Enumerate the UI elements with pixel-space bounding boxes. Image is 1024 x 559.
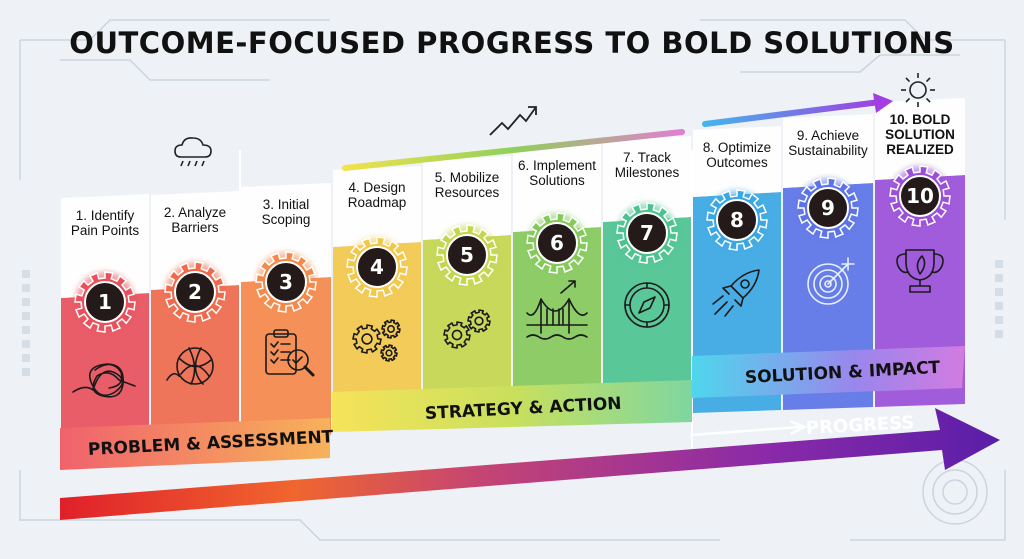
step-label-line: Resources bbox=[434, 185, 500, 200]
step-label-line: SOLUTION bbox=[885, 127, 955, 142]
page-title: OUTCOME-FOCUSED PROGRESS TO BOLD SOLUTIO… bbox=[69, 26, 955, 60]
compass-icon bbox=[624, 282, 670, 328]
step-label-panel bbox=[603, 136, 691, 222]
step-number: 3 bbox=[279, 270, 293, 294]
step-label-panel bbox=[241, 183, 331, 282]
strategy-top-line bbox=[342, 129, 685, 171]
step-column bbox=[61, 293, 149, 446]
step-number: 10 bbox=[906, 184, 934, 208]
step-label-line: 3. Initial bbox=[262, 197, 310, 212]
step-label-line: 9. Achieve bbox=[796, 128, 860, 143]
step-label-line: Roadmap bbox=[347, 195, 407, 210]
step-label-line: 8. Optimize bbox=[702, 140, 772, 155]
decor-icons bbox=[174, 73, 935, 167]
step-label-line: Pain Points bbox=[70, 223, 140, 238]
step-label-line: Milestones bbox=[614, 165, 680, 180]
tangled-scribble-icon bbox=[72, 363, 136, 398]
step-gear bbox=[74, 271, 136, 333]
step-label-line: Scoping bbox=[261, 212, 311, 227]
tangled-ball-icon bbox=[166, 347, 214, 385]
step-number: 7 bbox=[640, 221, 654, 245]
rain-cloud-icon bbox=[174, 137, 212, 167]
progress-arrows bbox=[60, 93, 1000, 520]
target-icon bbox=[807, 257, 855, 305]
step-column bbox=[241, 277, 331, 438]
step-number: 9 bbox=[821, 196, 835, 220]
phase-strategy-band bbox=[332, 380, 692, 432]
step-number: 2 bbox=[188, 280, 202, 304]
step-label-line: 1. Identify bbox=[75, 208, 135, 223]
step-column bbox=[513, 227, 601, 420]
step-label-line: 4. Design bbox=[348, 180, 406, 195]
step-label-line: 7. Track bbox=[622, 150, 671, 165]
gears-icon bbox=[443, 309, 491, 349]
step-label-panel bbox=[61, 194, 149, 298]
step-gear bbox=[616, 202, 678, 264]
step-number: 6 bbox=[550, 231, 564, 255]
step-number: 8 bbox=[730, 208, 744, 232]
step-gears bbox=[74, 165, 951, 333]
step-gear bbox=[797, 177, 859, 239]
bridge-icon bbox=[526, 280, 588, 340]
progress-arrow bbox=[60, 408, 1000, 520]
clipboard-magnifier-icon bbox=[265, 329, 315, 377]
step-label-line: Outcomes bbox=[706, 155, 768, 170]
step-label-panel bbox=[513, 144, 601, 232]
step-label-panel bbox=[783, 114, 873, 188]
sun-icon bbox=[901, 73, 935, 107]
step-label-panel bbox=[875, 98, 965, 180]
step-gear bbox=[436, 224, 498, 286]
gears-icon bbox=[352, 319, 401, 362]
phase-problem-band bbox=[60, 418, 330, 470]
step-gear bbox=[889, 165, 951, 227]
step-gear bbox=[526, 212, 588, 274]
solution-top-line bbox=[702, 99, 883, 127]
trend-arrow-icon bbox=[489, 106, 537, 136]
step-label-panel bbox=[693, 126, 781, 197]
phase-solution-band bbox=[692, 346, 965, 398]
step-label-panel bbox=[423, 156, 511, 240]
step-label-line: 10. BOLD bbox=[889, 112, 951, 127]
step-label-line: 5. Mobilize bbox=[434, 170, 500, 185]
step-label-panel bbox=[333, 166, 421, 247]
step-label-line: 2. Analyze bbox=[163, 205, 227, 220]
step-number: 4 bbox=[370, 255, 384, 279]
step-icons bbox=[72, 249, 944, 398]
step-label-line: Barriers bbox=[171, 220, 219, 235]
step-gear bbox=[346, 236, 408, 298]
step-label-line: 6. Implement bbox=[517, 158, 597, 173]
step-gear bbox=[706, 189, 768, 251]
step-label-line: REALIZED bbox=[886, 142, 954, 157]
trophy-icon bbox=[896, 249, 944, 293]
step-number: 5 bbox=[460, 243, 474, 267]
step-gear bbox=[164, 261, 226, 323]
step-number: 1 bbox=[98, 290, 112, 314]
phase-bands bbox=[60, 346, 965, 470]
step-label-panel bbox=[151, 191, 239, 290]
rocket-icon bbox=[712, 269, 760, 317]
step-label-line: Sustainability bbox=[788, 143, 868, 158]
step-label-line: Solutions bbox=[529, 173, 585, 188]
step-gear bbox=[255, 251, 317, 313]
decorative-frame bbox=[19, 19, 1006, 541]
step-column bbox=[603, 217, 691, 416]
